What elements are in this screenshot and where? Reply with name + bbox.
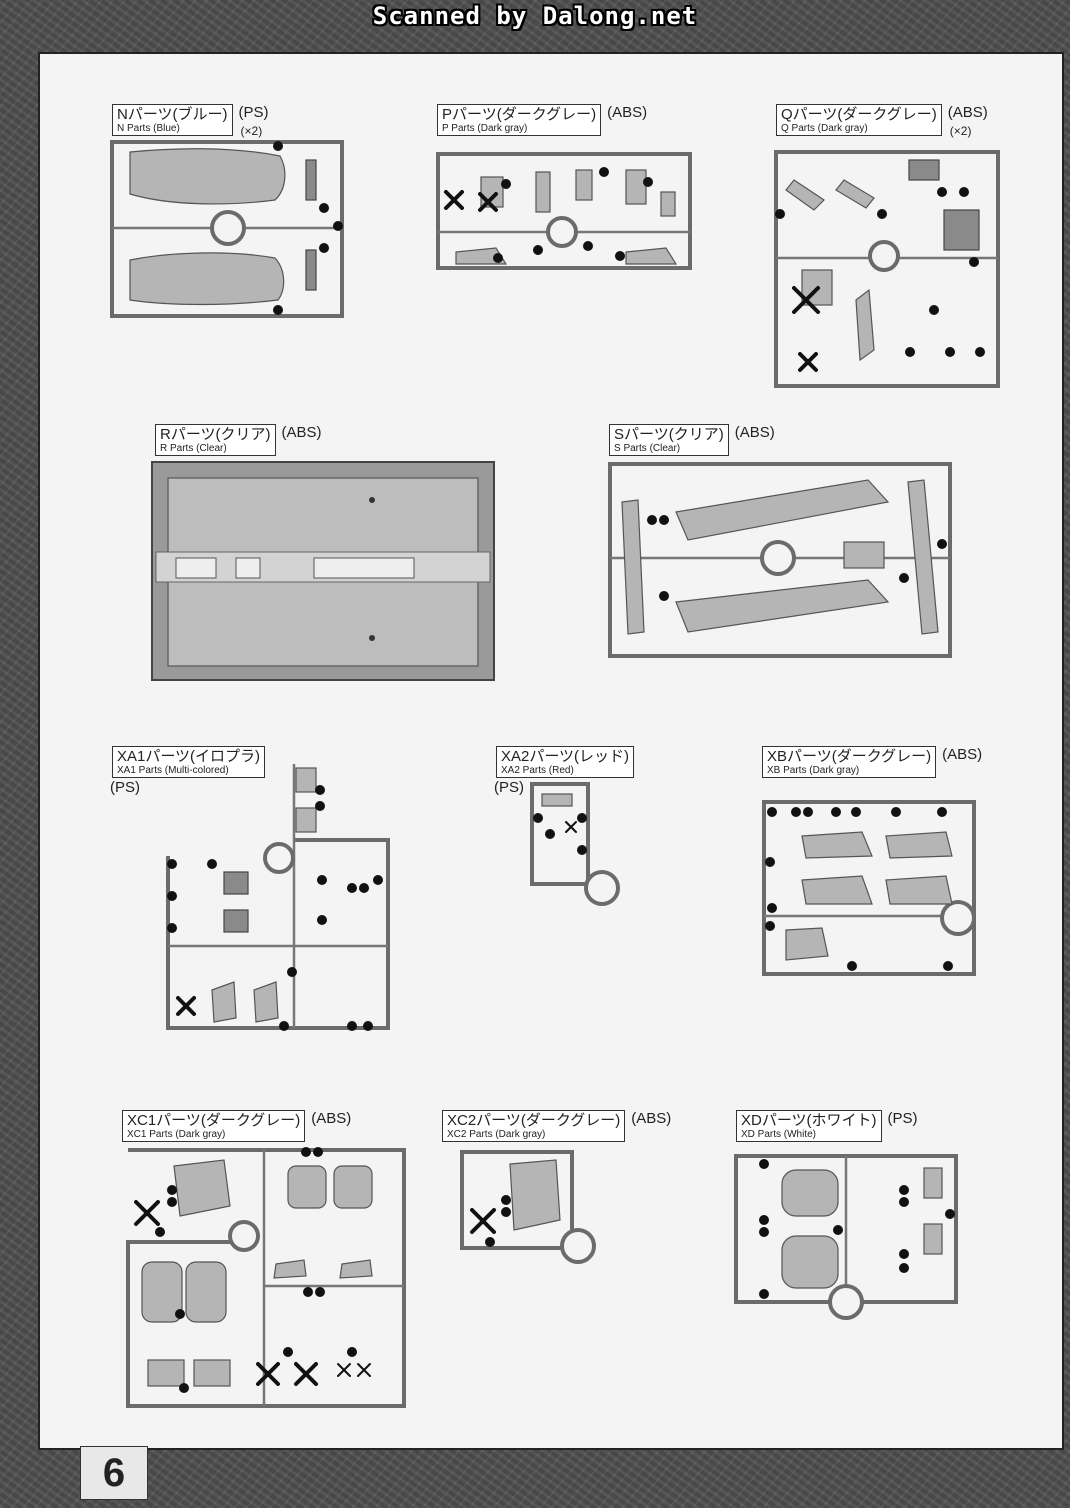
sprue-label-xc1: XC1パーツ(ダークグレー)XC1 Parts (Dark gray) (ABS… xyxy=(122,1110,351,1142)
sprue-diagram-xd xyxy=(734,1154,958,1320)
sprue-label-xb: XBパーツ(ダークグレー)XB Parts (Dark gray) (ABS) xyxy=(762,746,982,778)
sprue-diagram-xa1 xyxy=(166,764,390,1031)
sprue-label-xd: XDパーツ(ホワイト)XD Parts (White) (PS) xyxy=(736,1110,918,1142)
sprue-diagram-p xyxy=(436,152,692,270)
scan-watermark: Scanned by Dalong.net xyxy=(372,2,698,30)
page-number: 6 xyxy=(102,1450,126,1495)
sprue-label-r: Rパーツ(クリア)R Parts (Clear) (ABS) xyxy=(155,424,322,456)
sprue-label-n: Nパーツ(ブルー)N Parts (Blue) (PS)(×2) xyxy=(112,104,269,138)
sprue-label-p: Pパーツ(ダークグレー)P Parts (Dark gray) (ABS) xyxy=(437,104,647,136)
sprue-label-xa1: XA1パーツ(イロプラ)XA1 Parts (Multi-colored) xyxy=(112,746,266,778)
sprue-diagram-s xyxy=(608,462,952,658)
sprue-diagram-xc1 xyxy=(126,1147,406,1408)
sprue-diagram-xc2 xyxy=(460,1150,596,1264)
sprue-diagram-xb xyxy=(762,800,976,976)
sprue-diagram-r xyxy=(151,461,495,681)
sprue-material-xa1: (PS) xyxy=(110,779,140,796)
sprue-label-q: Qパーツ(ダークグレー)Q Parts (Dark gray) (ABS)(×2… xyxy=(776,104,988,138)
sprue-diagram-q xyxy=(774,150,1000,388)
page-number-box: 6 xyxy=(80,1446,148,1500)
sprue-diagram-xa2 xyxy=(530,782,620,906)
sprue-label-xa2: XA2パーツ(レッド)XA2 Parts (Red) xyxy=(496,746,635,778)
sprue-label-xc2: XC2パーツ(ダークグレー)XC2 Parts (Dark gray) (ABS… xyxy=(442,1110,671,1142)
sprue-label-s: Sパーツ(クリア)S Parts (Clear) (ABS) xyxy=(609,424,775,456)
sprue-material-xa2: (PS) xyxy=(494,779,524,796)
sprue-diagram-n xyxy=(110,140,344,318)
